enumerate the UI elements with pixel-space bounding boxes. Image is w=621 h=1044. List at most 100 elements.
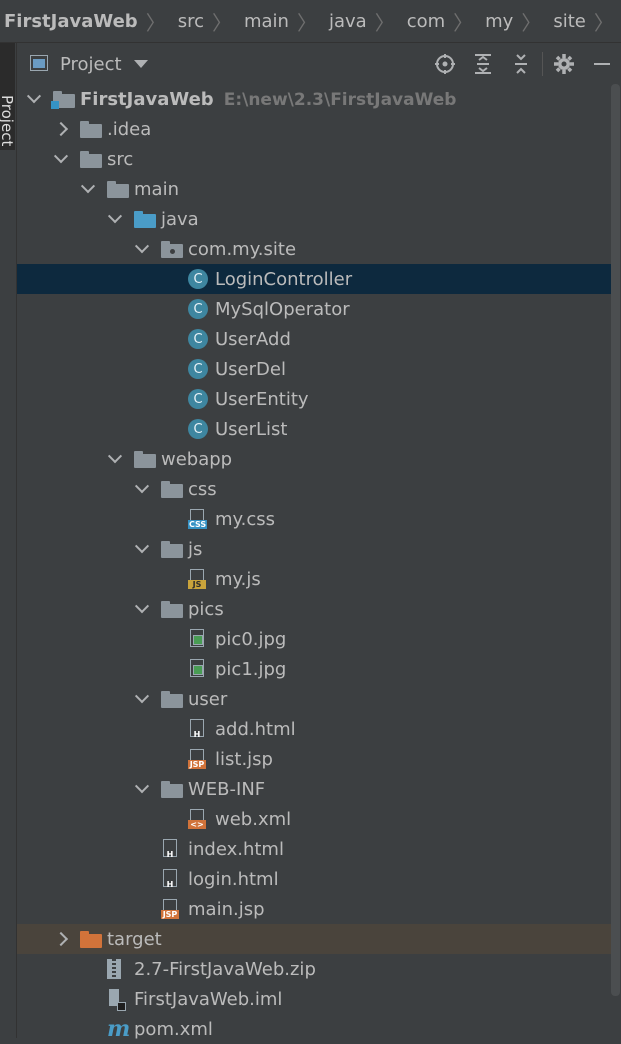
chevron-right-icon[interactable] [53,931,69,947]
tree-item-label: WEB-INF [188,779,265,800]
tree-item-label: my.js [215,569,261,590]
project-tool-tab[interactable]: Project [0,43,16,150]
tree-item-text: my.js [215,568,261,590]
tree-row-idea[interactable]: .idea [17,114,611,144]
tree-item-label: list.jsp [215,749,273,770]
tree-row-web-inf[interactable]: WEB-INF [17,774,611,804]
tree-row-com-my-site[interactable]: com.my.site [17,234,611,264]
tree-row-pics[interactable]: pics [17,594,611,624]
breadcrumb-label: com [406,10,446,32]
breadcrumb-item[interactable]: site [549,11,586,32]
chevron-down-icon[interactable] [134,239,150,257]
vertical-scrollbar[interactable] [611,84,620,996]
chevron-down-icon[interactable] [134,689,150,707]
tree-item-text: .idea [107,118,152,140]
tree-item-label: pic0.jpg [215,629,286,650]
chevron-down-icon[interactable] [80,179,96,197]
tree-row-pic1-jpg[interactable]: pic1.jpg [17,654,611,684]
expand-all-icon[interactable] [464,43,502,85]
locate-icon[interactable] [426,43,464,85]
tree-row-2-7-firstjavaweb-zip[interactable]: 2.7-FirstJavaWeb.zip [17,954,611,984]
tree-row-main[interactable]: main [17,174,611,204]
tree-row-java[interactable]: java [17,204,611,234]
tree-item-text: MySqlOperator [215,298,350,320]
breadcrumb-item[interactable]: my [481,11,513,32]
tree-item-label: src [107,149,133,170]
tree-row-user[interactable]: user [17,684,611,714]
tree-row-js[interactable]: js [17,534,611,564]
panel-title[interactable]: Project [60,53,122,75]
chevron-down-icon[interactable] [107,449,123,467]
zip-file-icon [107,959,121,979]
tree-item-label: add.html [215,719,296,740]
breadcrumb-item[interactable]: com [403,11,445,32]
excluded-folder-icon [80,931,102,948]
tree-item-label: MySqlOperator [215,299,350,320]
tree-row-pic0-jpg[interactable]: pic0.jpg [17,624,611,654]
chevron-down-icon[interactable] [134,599,150,617]
folder-icon [161,781,183,798]
tree-item-text: list.jsp [215,748,273,770]
chevron-down-icon[interactable] [53,149,69,167]
tree-item-text: java [161,208,199,230]
js-file-icon: JS [188,569,206,589]
chevron-down-icon[interactable] [26,89,42,107]
breadcrumb-item[interactable]: FirstJavaWeb [0,11,138,32]
tree-item-text: login.html [188,868,279,890]
chevron-down-icon[interactable] [134,479,150,497]
breadcrumb-separator-icon: 〉 [296,10,317,35]
chevron-down-icon[interactable] [107,209,123,227]
breadcrumb-separator-icon: 〉 [521,10,542,35]
chevron-down-icon[interactable] [134,779,150,797]
jsp-file-icon: JSP [161,899,179,919]
tree-row-firstjavaweb-iml[interactable]: FirstJavaWeb.iml [17,984,611,1014]
css-file-icon: CSS [188,509,208,529]
source-folder-icon [134,211,156,228]
tree-item-label: pom.xml [134,1019,213,1040]
project-panel-header: Project [17,43,621,85]
tree-row-my-js[interactable]: JS my.js [17,564,611,594]
folder-icon [161,691,183,708]
breadcrumb-item[interactable]: src [174,11,204,32]
html-file-icon: H [161,839,177,859]
tree-item-text: FirstJavaWeb.iml [134,988,283,1010]
breadcrumb-item[interactable]: java [325,11,367,32]
minimize-icon[interactable] [583,43,621,85]
view-dropdown-icon[interactable] [133,60,148,68]
gear-icon[interactable] [545,43,583,85]
tree-row-webapp[interactable]: webapp [17,444,611,474]
tree-item-label: pic1.jpg [215,659,286,680]
tree-row-src[interactable]: src [17,144,611,174]
tree-row-target[interactable]: target [17,924,611,954]
folder-icon [80,151,102,168]
tree-item-text: main [134,178,179,200]
chevron-right-icon[interactable] [53,121,69,137]
tree-item-text: pom.xml [134,1018,213,1040]
html-file-icon: H [188,719,204,739]
tree-row-css[interactable]: css [17,474,611,504]
project-view-icon [30,55,50,73]
tree-item-text: src [107,148,134,170]
breadcrumb-item[interactable]: main [240,11,289,32]
tree-row-web-xml[interactable]: <>web.xml [17,804,611,834]
tree-item-text: target [107,928,162,950]
tree-item-text: FirstJavaWeb [80,88,214,110]
collapse-all-icon[interactable] [502,43,540,85]
package-icon [161,241,183,258]
chevron-down-icon[interactable] [134,539,150,557]
class-icon: C [188,359,208,379]
